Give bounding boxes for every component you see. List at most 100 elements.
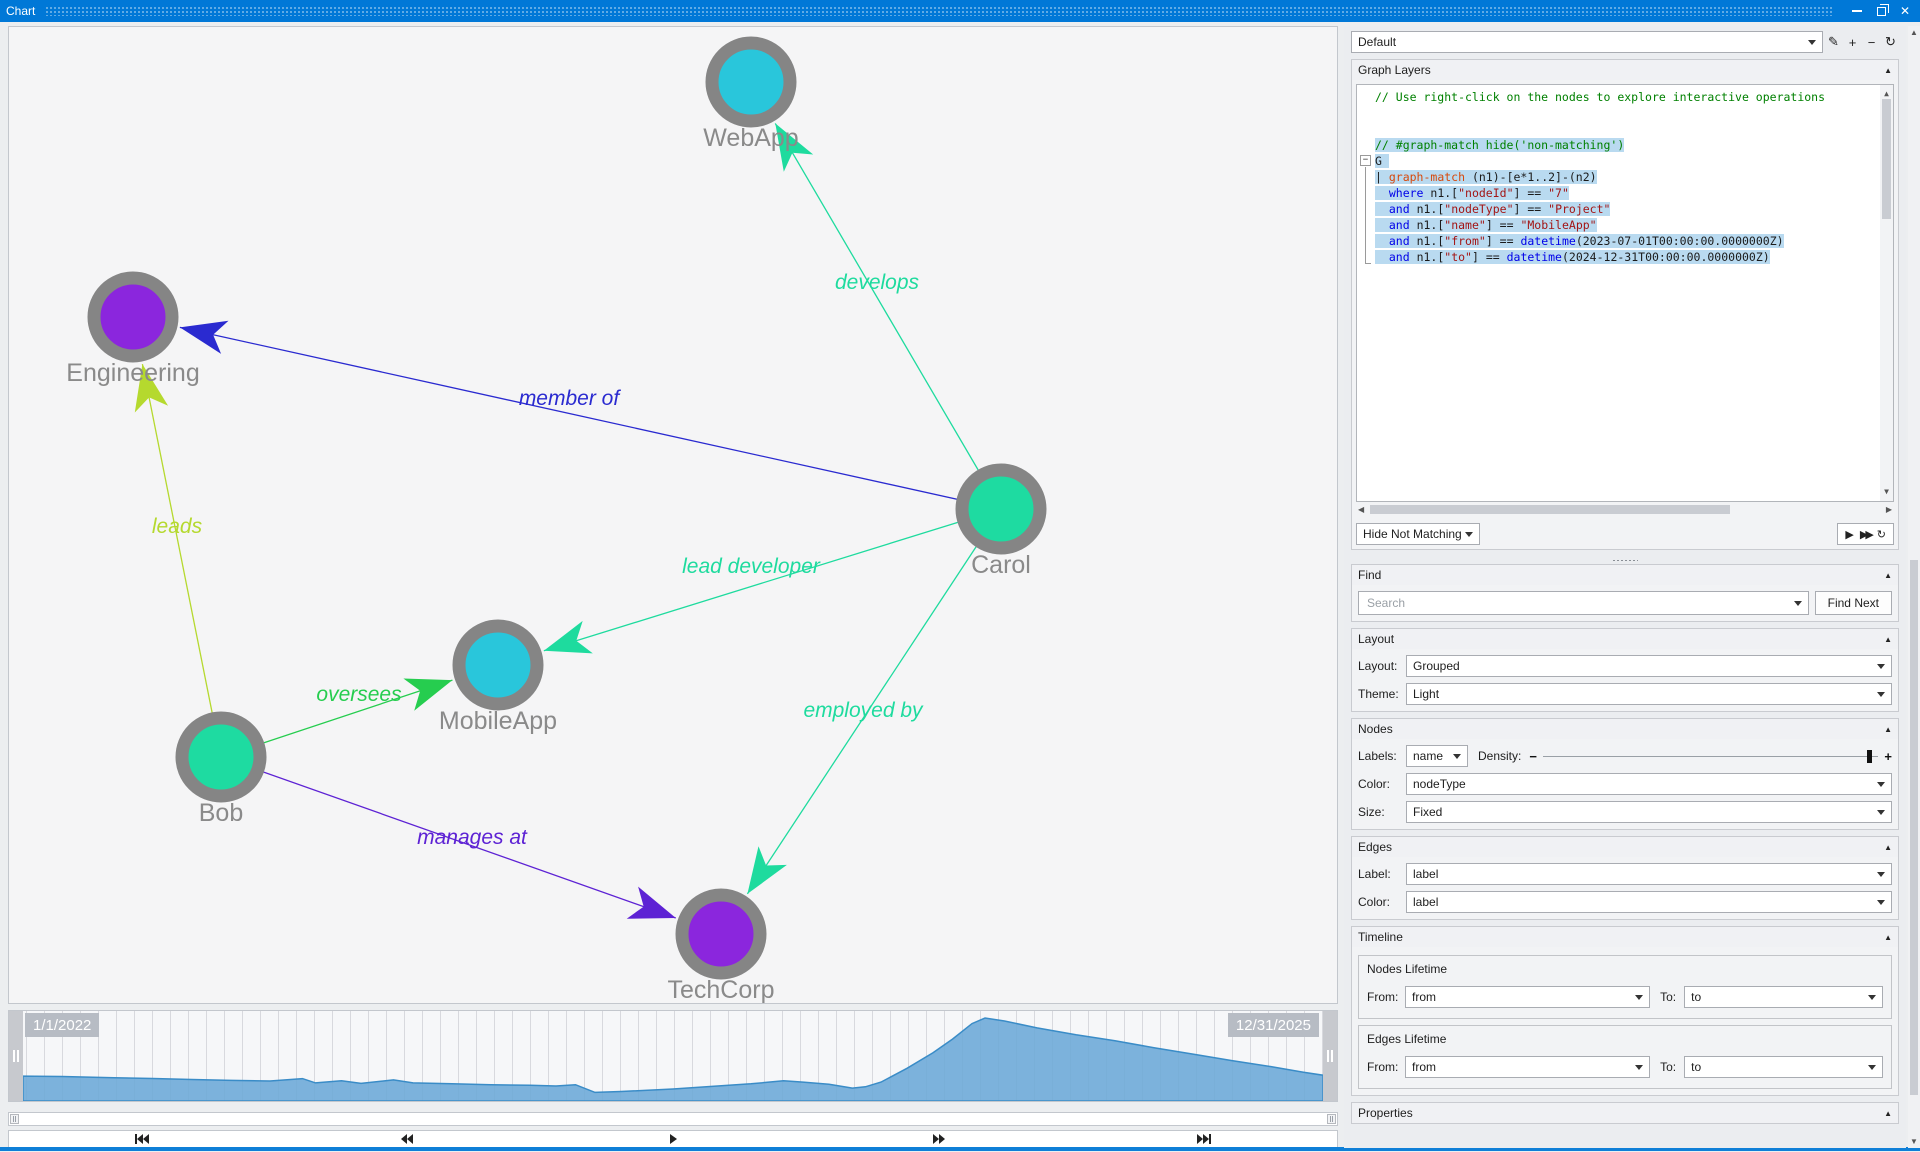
edge-arrowhead-icon <box>747 846 787 894</box>
scrollbar-thumb[interactable] <box>1370 505 1730 514</box>
section-title: Layout <box>1358 632 1395 646</box>
add-profile-button[interactable]: + <box>1848 34 1857 50</box>
chevron-down-icon <box>1793 600 1802 606</box>
edges-lifetime-group: Edges Lifetime From: from To: to <box>1358 1025 1892 1089</box>
graph-node-Engineering[interactable] <box>87 271 179 363</box>
close-button[interactable]: ✕ <box>1896 3 1914 19</box>
titlebar-drag-handle[interactable] <box>45 6 1832 16</box>
editor-line[interactable]: G <box>1375 154 1389 168</box>
editor-vertical-scrollbar[interactable]: ▲ ▼ <box>1880 85 1893 501</box>
section-title: Nodes <box>1358 722 1393 736</box>
graph-edge[interactable] <box>774 123 1002 510</box>
editor-line[interactable]: and n1.["name"] == "MobileApp" <box>1375 217 1879 233</box>
density-slider-thumb[interactable] <box>1867 749 1873 763</box>
graph-node-TechCorp[interactable] <box>675 888 767 980</box>
node-color-select[interactable]: nodeType <box>1406 773 1892 795</box>
skip-to-end-button[interactable] <box>1071 1131 1337 1147</box>
graph-edge[interactable] <box>746 508 1002 895</box>
scrollbar-thumb[interactable] <box>1910 560 1918 1095</box>
section-header-properties[interactable]: Properties ▲ <box>1352 1103 1898 1123</box>
density-slider[interactable] <box>1542 749 1879 763</box>
section-header-edges[interactable]: Edges ▲ <box>1352 837 1898 857</box>
layout-select[interactable]: Grouped <box>1406 655 1892 677</box>
timeline-left-handle[interactable] <box>9 1011 23 1101</box>
fold-collapse-icon[interactable]: − <box>1360 155 1371 166</box>
edges-lifetime-to-select[interactable]: to <box>1684 1056 1883 1078</box>
section-title: Find <box>1358 568 1382 582</box>
editor-line[interactable] <box>1375 121 1879 137</box>
scrollbar-thumb[interactable] <box>1882 99 1891 219</box>
section-title: Properties <box>1358 1106 1413 1120</box>
fast-forward-button[interactable] <box>806 1131 1072 1147</box>
graph-edge[interactable] <box>179 326 1002 510</box>
edge-label: member of <box>519 387 622 410</box>
editor-line[interactable]: // Use right-click on the nodes to explo… <box>1375 90 1826 104</box>
timeline-right-handle[interactable] <box>1323 1011 1337 1101</box>
timeline-scroll-right-handle[interactable] <box>1327 1114 1336 1124</box>
find-next-button[interactable]: Find Next <box>1814 591 1892 615</box>
remove-profile-button[interactable]: − <box>1867 34 1876 50</box>
hide-not-matching-select[interactable]: Hide Not Matching <box>1356 523 1480 545</box>
nodes-lifetime-from-select[interactable]: from <box>1405 986 1651 1008</box>
graph-node-Carol[interactable] <box>955 463 1047 555</box>
node-size-select[interactable]: Fixed <box>1406 801 1892 823</box>
section-header-nodes[interactable]: Nodes ▲ <box>1352 719 1898 739</box>
node-labels-select[interactable]: name <box>1406 745 1468 767</box>
refresh-profile-button[interactable]: ↻ <box>1885 34 1896 49</box>
search-combobox[interactable] <box>1358 591 1809 615</box>
timeline-scroll-left-handle[interactable] <box>10 1114 19 1124</box>
edge-color-select[interactable]: label <box>1406 891 1892 913</box>
editor-line[interactable]: and n1.["from"] == datetime(2023-07-01T0… <box>1375 233 1879 249</box>
editor-line[interactable]: where n1.["nodeId"] == "7" <box>1375 185 1879 201</box>
rewind-button[interactable] <box>275 1131 541 1147</box>
timeline-histogram[interactable]: 1/1/2022 12/31/2025 <box>8 1010 1338 1102</box>
minimize-button[interactable] <box>1848 3 1866 19</box>
restore-button[interactable] <box>1872 3 1890 19</box>
graph-node-Bob[interactable] <box>175 711 267 803</box>
search-input[interactable] <box>1365 595 1790 611</box>
editor-line[interactable] <box>1375 105 1879 121</box>
graph-edge[interactable] <box>141 363 222 758</box>
scroll-up-icon: ▲ <box>1910 28 1918 37</box>
edit-profile-button[interactable]: ✎ <box>1828 34 1839 49</box>
to-label: To: <box>1660 1060 1677 1074</box>
section-header-layout[interactable]: Layout ▲ <box>1352 629 1898 649</box>
density-plus-icon[interactable]: + <box>1884 748 1892 764</box>
minimize-icon <box>1852 10 1862 12</box>
skip-to-start-button[interactable] <box>9 1131 275 1147</box>
play-button[interactable] <box>540 1131 806 1147</box>
editor-line[interactable]: // #graph-match hide('non-matching') <box>1375 138 1625 152</box>
editor-line[interactable]: | graph-match (n1)-[e*1..2]-(n2) <box>1375 170 1597 184</box>
panel-splitter[interactable] <box>1351 556 1899 564</box>
chevron-down-icon <box>1868 1064 1876 1070</box>
collapse-icon: ▲ <box>1884 932 1892 942</box>
density-minus-icon[interactable]: − <box>1529 748 1537 764</box>
hide-not-matching-value: Hide Not Matching <box>1363 527 1462 541</box>
panel-vertical-scrollbar[interactable]: ▲ ▼ <box>1908 26 1920 1148</box>
section-nodes: Nodes ▲ Labels: name Density: − + <box>1351 718 1899 830</box>
graph-edge[interactable] <box>543 508 1002 652</box>
scroll-down-icon: ▼ <box>1910 1137 1918 1146</box>
run-all-button[interactable]: ▶▶ <box>1859 528 1874 541</box>
section-header-timeline[interactable]: Timeline ▲ <box>1352 927 1898 947</box>
timeline-scrollbar[interactable] <box>8 1112 1338 1126</box>
editor-line[interactable]: and n1.["to"] == datetime(2024-12-31T00:… <box>1375 249 1879 265</box>
edges-lifetime-from-select[interactable]: from <box>1405 1056 1651 1078</box>
nodes-lifetime-to-select[interactable]: to <box>1684 986 1883 1008</box>
profile-select[interactable]: Default <box>1351 31 1823 53</box>
graph-node-WebApp[interactable] <box>705 36 797 128</box>
theme-select[interactable]: Light <box>1406 683 1892 705</box>
run-button[interactable]: ▶ <box>1845 528 1854 541</box>
section-header-graph-layers[interactable]: Graph Layers ▲ <box>1352 60 1898 80</box>
edge-label-select[interactable]: label <box>1406 863 1892 885</box>
refresh-button[interactable]: ↻ <box>1876 528 1886 541</box>
layout-value: Grouped <box>1413 659 1460 673</box>
editor-horizontal-scrollbar[interactable]: ◀ ▶ <box>1356 503 1894 517</box>
query-editor[interactable]: − // Use right-click on the nodes to exp… <box>1356 84 1894 502</box>
section-header-find[interactable]: Find ▲ <box>1352 565 1898 585</box>
editor-line[interactable]: and n1.["nodeType"] == "Project" <box>1375 201 1879 217</box>
restore-icon <box>1876 3 1889 16</box>
graph-node-MobileApp[interactable] <box>452 619 544 711</box>
graph-edge[interactable] <box>220 756 676 919</box>
